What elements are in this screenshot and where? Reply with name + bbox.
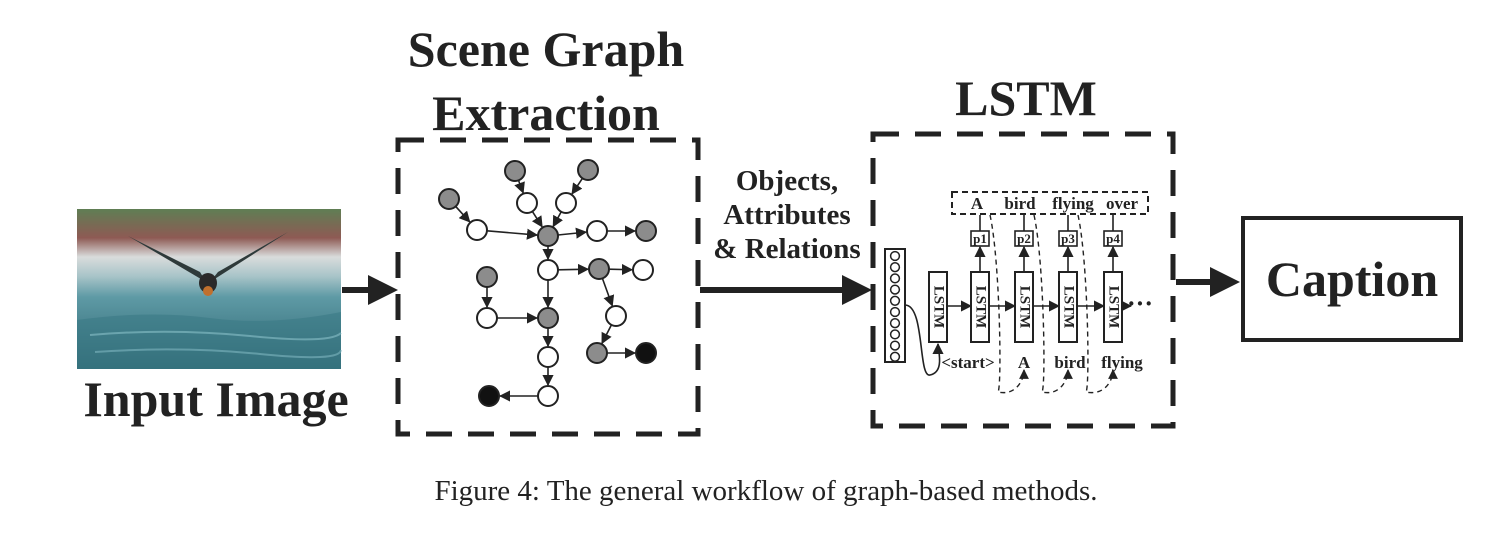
graph-edge (601, 278, 615, 307)
attribute-node (586, 342, 608, 364)
graph-edge (608, 263, 634, 276)
lstm-cell (928, 271, 948, 343)
attribute-node (588, 258, 610, 280)
flow-label-line1: Objects, (736, 165, 838, 197)
feature-unit (889, 351, 901, 362)
scene-graph-box (395, 137, 701, 437)
input-word: A (1018, 353, 1031, 372)
feature-unit (889, 250, 901, 262)
object-node (555, 192, 577, 214)
figure-caption: Figure 4: The general workflow of graph-… (434, 475, 1097, 507)
scene-graph-nodes (438, 159, 657, 407)
lstm-cell-label: LSTM (1106, 286, 1122, 329)
graph-edge (557, 227, 588, 239)
probability-label: p3 (1061, 231, 1075, 246)
bird-shape (128, 232, 288, 296)
attribute-node (577, 159, 599, 181)
lstm-ellipsis: ··· (1127, 289, 1153, 318)
lstm-cell-label: LSTM (1061, 286, 1077, 329)
output-word: flying (1052, 194, 1094, 213)
lstm-title: LSTM (955, 70, 1097, 126)
lstm-cell-label: LSTM (931, 286, 947, 329)
feature-unit (889, 284, 901, 295)
object-node (537, 346, 559, 368)
lstm-box (870, 131, 1176, 429)
feature-vector (884, 248, 906, 363)
caption-box (1241, 216, 1463, 342)
input-image (77, 209, 342, 369)
feature-unit (889, 262, 901, 273)
flow-label-line3: & Relations (713, 233, 860, 265)
object-node (466, 219, 488, 241)
word-feedback-path (1033, 214, 1073, 394)
image-feature-connector (904, 304, 944, 376)
feature-unit (889, 295, 901, 306)
attribute-node (537, 307, 559, 329)
graph-edge (552, 211, 564, 228)
input-word: <start> (941, 353, 994, 372)
object-node (537, 385, 559, 407)
graph-edge (514, 180, 525, 194)
input-word: bird (1054, 353, 1086, 372)
relation-node (478, 385, 500, 407)
feature-unit (889, 306, 901, 318)
probability-label: p4 (1106, 231, 1120, 246)
graph-edge (571, 177, 584, 195)
feature-unit (889, 340, 901, 351)
feature-unit (889, 273, 901, 284)
flow-label-line2: Attributes (723, 199, 850, 231)
object-node (632, 259, 654, 281)
attribute-node (476, 266, 498, 288)
output-word: over (1106, 194, 1139, 213)
graph-edge (601, 324, 613, 345)
attribute-node (438, 188, 460, 210)
relation-node (635, 342, 657, 364)
attribute-node (635, 220, 657, 242)
probability-label: p1 (973, 231, 987, 246)
object-node (537, 259, 559, 281)
output-word: A (971, 194, 984, 213)
object-node (476, 307, 498, 329)
probability-label: p2 (1017, 231, 1031, 246)
input-image-label: Input Image (83, 371, 348, 427)
scene-graph-title-line2: Extraction (432, 85, 660, 141)
attribute-node (537, 225, 559, 247)
feature-unit (889, 318, 901, 329)
word-feedback-path (989, 214, 1029, 394)
lstm-cell-label: LSTM (973, 286, 989, 329)
scene-graph-edges (455, 177, 637, 402)
graph-edge (531, 211, 543, 228)
scene-graph-title-line1: Scene Graph (408, 21, 685, 77)
graph-edge (486, 228, 539, 240)
object-node (605, 305, 627, 327)
output-word: bird (1004, 194, 1036, 213)
feature-unit (889, 329, 901, 340)
output-words-box (951, 191, 1149, 215)
graph-edge (455, 205, 471, 223)
caption-box-label: Caption (1266, 251, 1438, 307)
attribute-node (504, 160, 526, 182)
object-node (516, 192, 538, 214)
lstm-cell-label: LSTM (1017, 286, 1033, 329)
input-word: flying (1101, 353, 1143, 372)
graph-edge (557, 263, 590, 276)
object-node (586, 220, 608, 242)
